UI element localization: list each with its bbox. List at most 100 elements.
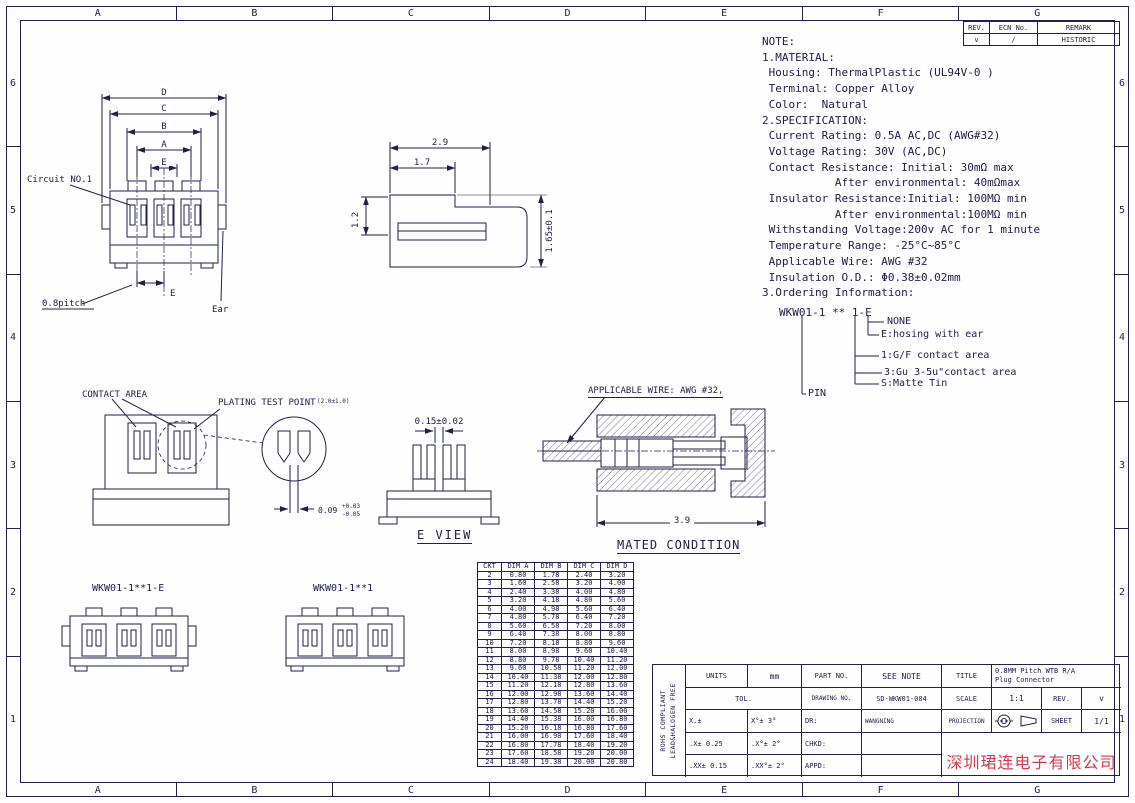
tol-lin-2: .X± 0.25	[685, 732, 747, 754]
frame-col-label: E	[645, 6, 802, 20]
variant-without-ear-drawing	[285, 607, 405, 672]
ordering-part-number: WKW01-1 ** 1-E	[779, 306, 872, 319]
units-label: UNITS	[685, 665, 747, 687]
tol-lin-3: .XX± 0.15	[685, 754, 747, 777]
col-dim-c: DIM C	[567, 562, 601, 572]
dim-e-label: E	[161, 158, 166, 168]
detail-dim-minus: -0.05	[342, 511, 360, 518]
col-ckt: CKT	[477, 562, 502, 572]
frame-row-label: 5	[6, 146, 20, 273]
front-view-drawing: D C B A E 0.8pitch E Circuit NO.1 Ear	[27, 85, 229, 315]
dimension-table-header: CKT DIM A DIM B DIM C DIM D	[477, 562, 634, 572]
frame-inner-border	[20, 20, 1115, 783]
frame-col-label: C	[332, 6, 489, 20]
dim-0-15: 0.15±0.02	[415, 417, 464, 427]
frame-col-label: C	[332, 783, 489, 797]
dim-c-label: C	[161, 104, 166, 114]
tol-ang-3: .XX°± 2°	[747, 754, 801, 777]
circuit-no1-label: Circuit NO.1	[27, 175, 92, 185]
dim-2-9: 2.9	[432, 138, 448, 148]
note-line: Withstanding Voltage:200v AC for 1 minut…	[762, 223, 1041, 237]
note-line: After environmental: 40mΩmax	[762, 176, 1021, 190]
tol-label: TOL.	[685, 687, 801, 709]
ordering-option-gu: 3:Gu 3-5u"contact area	[884, 367, 1017, 378]
remark-header: REMARK	[1037, 21, 1120, 34]
dim-3-9: 3.9	[674, 516, 690, 526]
scale-label: SCALE	[941, 687, 991, 709]
frame-col-label: F	[801, 783, 959, 797]
note-line: 2.SPECIFICATION:	[762, 113, 868, 127]
note-line: After environmental:100MΩ min	[762, 207, 1027, 221]
frame-col-label: D	[488, 6, 646, 20]
note-line: Applicable Wire: AWG #32	[762, 254, 928, 268]
variant-with-ear-drawing	[61, 607, 197, 672]
appd-value	[861, 754, 941, 777]
dim-1-7: 1.7	[414, 158, 430, 168]
ecn-header: ECN No.	[989, 21, 1038, 34]
frame-row-label: 4	[6, 273, 20, 401]
detail-dim-value: 0.09	[318, 506, 337, 515]
frame-col-label: B	[175, 783, 333, 797]
rohs-banner: ROHS COMPLIANT LEAD&HALOGEN FREE	[653, 665, 685, 777]
note-line: Terminal: Copper Alloy	[762, 82, 915, 96]
frame-row-label: 2	[6, 528, 20, 655]
scale-value: 1:1	[991, 687, 1041, 709]
title-label: TITLE	[941, 665, 991, 687]
remark-value: HISTORIC	[1037, 33, 1120, 46]
frame-row-label: 4	[1115, 273, 1129, 401]
title-line1: 0.8MM Pitch WTB R/A	[995, 666, 1076, 675]
part-no-value: SEE NOTE	[861, 665, 941, 687]
note-line: Insulation O.D.: Φ0.38±0.02mm	[762, 270, 961, 284]
rev-value: v	[1081, 687, 1121, 709]
mated-condition-drawing: 3.9	[537, 396, 775, 527]
frame-row-label: 3	[1115, 400, 1129, 528]
mated-condition-caption: MATED CONDITION	[617, 538, 741, 554]
ordering-option-none: NONE	[887, 316, 912, 327]
section-e-label: E	[170, 289, 175, 299]
e-view-caption: E VIEW	[417, 528, 473, 544]
frame-row-label: 1	[6, 655, 20, 783]
frame-row-label: 6	[9, 77, 17, 89]
frame-col-label: F	[801, 6, 959, 20]
chkd-value	[861, 732, 941, 754]
company-name: 深圳珺连电子有限公司	[941, 732, 1121, 777]
part-no-label: PART NO.	[801, 665, 861, 687]
frame-col-label: E	[645, 783, 802, 797]
tol-ang-2: .X°± 2°	[747, 732, 801, 754]
dim-a-label: A	[161, 140, 167, 150]
drawing-no-label: DRAWING NO.	[801, 687, 861, 709]
note-line: Contact Resistance: Initial: 30mΩ max	[762, 160, 1014, 174]
title-value: 0.8MM Pitch WTB R/A Plug Connector	[991, 665, 1121, 687]
side-view-drawing: 2.9 1.7 1.2 1.65±0.1	[351, 138, 555, 268]
sheet-value: 1/1	[1081, 709, 1121, 732]
dim-d-label: D	[161, 88, 166, 98]
frame-row-label: 1	[1115, 655, 1129, 783]
note-line: Temperature Range: -25°C~85°C	[762, 239, 961, 253]
dim-1-2: 1.2	[351, 212, 361, 228]
frame-col-label: B	[175, 6, 333, 20]
note-line: Housing: ThermalPlastic (UL94V-0 )	[762, 66, 994, 80]
title-line2: Plug Connector	[995, 676, 1055, 684]
detail-dim-plus: +0.03	[342, 503, 360, 510]
third-angle-projection-icon	[994, 714, 1036, 728]
rohs-line1: ROHS COMPLIANT	[659, 690, 668, 752]
notes-block: NOTE:1.MATERIAL: Housing: ThermalPlastic…	[762, 34, 1122, 301]
revision-table: REV. ECN No. REMARK v / HISTORIC	[963, 21, 1120, 46]
contact-area-drawing: CONTACT AREA PLATING TEST POINT (2.0±1.0…	[82, 390, 360, 526]
frame-col-label: G	[958, 783, 1115, 797]
frame-col-label: A	[94, 784, 101, 796]
